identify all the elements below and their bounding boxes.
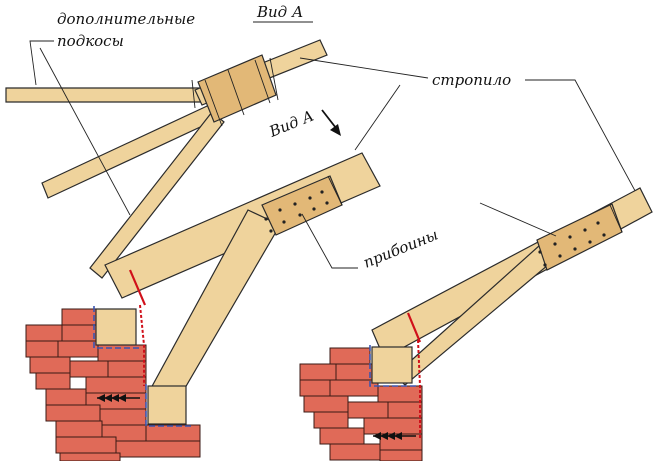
rafter-leader-top	[299, 57, 429, 79]
top-brace-assembly	[5, 39, 328, 279]
right-cut-line	[406, 312, 422, 343]
left-cut-line	[128, 269, 147, 306]
view-a-title: Вид А	[256, 3, 303, 21]
view-a-arrow-label: Вид А	[266, 107, 317, 141]
extra-braces-leader-b	[39, 47, 131, 216]
horizontal-beam	[5, 87, 206, 103]
extra-braces-label-line1: дополнительные	[57, 10, 195, 28]
left-upper-wallplate	[95, 308, 137, 346]
boards-label: прибоины	[361, 225, 441, 271]
boards-leader-left	[301, 213, 358, 269]
right-rafter-assembly	[371, 187, 653, 386]
boards-leader-right	[479, 202, 557, 237]
extra-braces-leader-a	[29, 40, 54, 86]
rafter-leader-left	[354, 84, 401, 151]
right-brick-wall	[299, 339, 423, 461]
rafter-label: стропило	[432, 71, 511, 89]
right-nailing-board	[536, 203, 623, 271]
view-a-arrow-head	[330, 124, 341, 136]
rafter-leader-right	[525, 79, 641, 201]
extra-brace-diagonal	[89, 111, 225, 279]
extra-braces-label-line2: подкосы	[57, 32, 124, 50]
left-brick-wall	[25, 304, 201, 461]
view-a-arrow-shaft	[321, 109, 337, 129]
left-red-dashed	[139, 304, 145, 386]
right-wallplate	[371, 346, 413, 384]
right-red-dashed	[417, 339, 421, 440]
left-lower-wallplate	[147, 385, 187, 425]
top-nailing-plate	[197, 54, 277, 123]
